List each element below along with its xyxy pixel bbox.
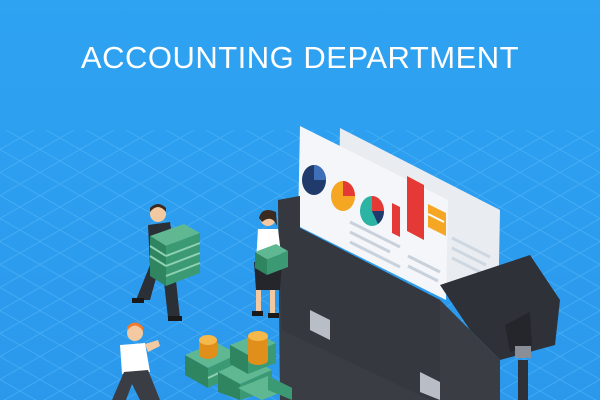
money-stack-icon [255, 244, 288, 275]
person-icon [112, 322, 160, 400]
page-title: ACCOUNTING DEPARTMENT [80, 40, 520, 75]
money-stack-icon [185, 334, 292, 400]
coin-stack-icon [199, 331, 268, 365]
briefcase-icon [278, 196, 560, 400]
money-stack-icon [149, 224, 201, 286]
pie-chart-icon [302, 165, 385, 226]
bar-chart-icon [392, 176, 446, 240]
